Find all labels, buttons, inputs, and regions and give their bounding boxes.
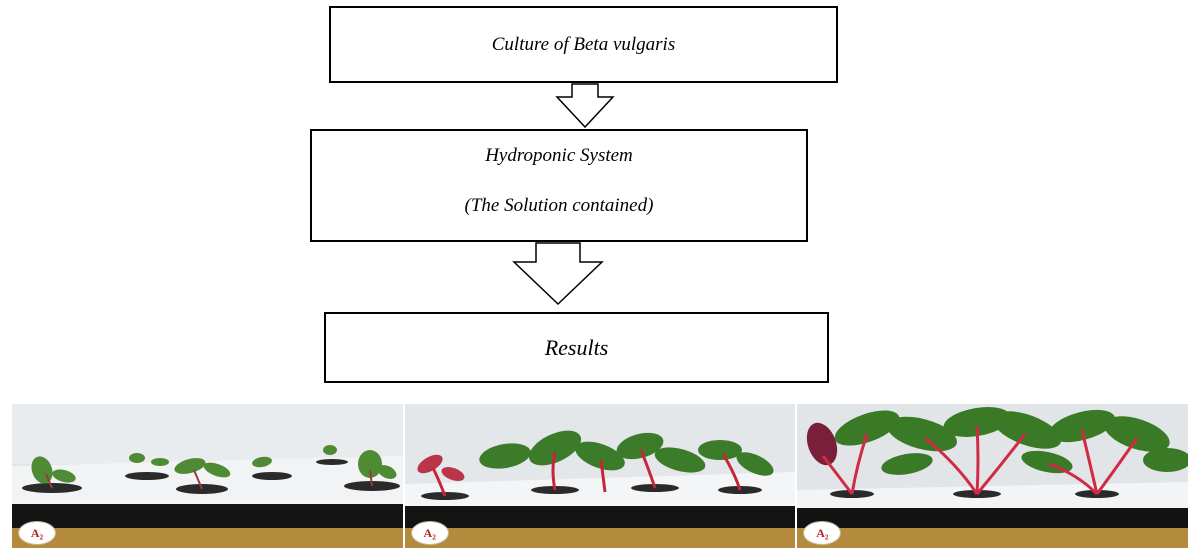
photo-late-stage: A₂	[797, 404, 1189, 548]
photo-early-stage-image	[12, 404, 403, 548]
photo-middle-stage-image	[404, 404, 796, 548]
flow-box-results: Results	[324, 312, 829, 383]
down-arrow-2	[512, 242, 604, 306]
flow-box-hydroponic-subtitle: (The Solution contained)	[464, 195, 654, 216]
photo-middle-stage: A₂	[404, 404, 796, 548]
photo-early-stage: A₂	[12, 404, 403, 548]
flow-box-culture-label: Culture of Beta vulgaris	[491, 34, 676, 55]
flow-box-hydroponic-title: Hydroponic System	[485, 145, 633, 166]
photo-label-badge: A₂	[18, 521, 56, 545]
photo-label-badge: A₂	[410, 521, 449, 545]
down-arrow-1	[555, 83, 615, 129]
flow-box-results-label: Results	[544, 334, 609, 360]
flow-box-culture: Culture of Beta vulgaris	[329, 6, 838, 83]
photo-label-badge: A₂	[803, 521, 842, 545]
flow-box-hydroponic: Hydroponic System (The Solution containe…	[310, 129, 808, 242]
photo-strip: A₂	[12, 404, 1189, 548]
photo-late-stage-image	[797, 404, 1189, 548]
